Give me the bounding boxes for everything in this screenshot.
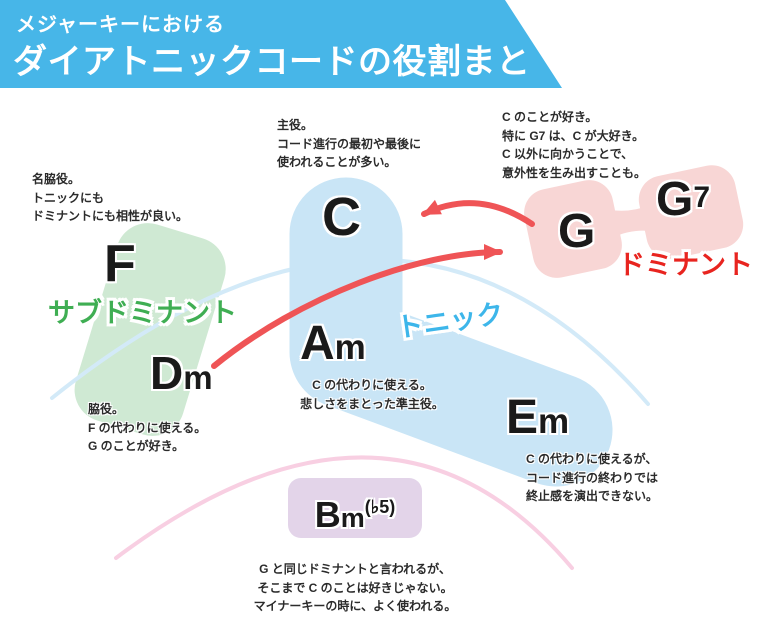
chord-em-quality: m bbox=[538, 402, 570, 441]
dominant-region-g-blob bbox=[524, 180, 622, 278]
diminished-region bbox=[288, 478, 422, 538]
chord-g7-extension: 7 bbox=[693, 181, 711, 214]
chord-em-root: E bbox=[506, 391, 539, 444]
chord-bm7b5-alteration: (♭5) bbox=[364, 497, 396, 517]
chord-bm7b5: Bm(♭5) bbox=[288, 478, 422, 538]
header-banner: メジャーキーにおける ダイアトニックコードの役割まとめ bbox=[0, 0, 562, 88]
chord-g7-root: G bbox=[656, 173, 694, 226]
chord-am-root: A bbox=[300, 317, 335, 370]
note-g: C のことが好き。 特に G7 は、C が大好き。 C 以外に向かうことで、 意… bbox=[502, 110, 647, 180]
chord-dm-quality: m bbox=[183, 359, 213, 396]
chord-bm7b5-quality: m bbox=[340, 503, 365, 533]
note-em: C の代わりに使えるが、 コード進行の終わりでは 終止感を演出できない。 bbox=[526, 452, 659, 504]
arrow-g-to-c bbox=[421, 199, 535, 227]
tonic-region bbox=[289, 177, 613, 487]
chord-em: Em bbox=[506, 394, 569, 442]
chord-g7: G7 bbox=[656, 176, 710, 224]
arrow-dm-to-g bbox=[211, 244, 503, 369]
dominant-label: ドミナント bbox=[618, 250, 753, 280]
note-c: 主役。 コード進行の最初や最後に 使われることが多い。 bbox=[277, 118, 422, 170]
arc-pink bbox=[114, 455, 574, 570]
page-title: ダイアトニックコードの役割まとめ bbox=[13, 43, 531, 130]
chord-c: C bbox=[322, 190, 361, 244]
chord-f-root: F bbox=[104, 235, 136, 293]
chord-am: Am bbox=[300, 320, 366, 368]
chord-bm7b5-root: B bbox=[314, 494, 341, 535]
subdominant-label: サブドミナント bbox=[48, 298, 237, 328]
chord-dm: Dm bbox=[150, 350, 213, 396]
note-bm7b5: G と同じドミナントと言われるが、 そこまで C のことは好きじゃない。 マイナ… bbox=[253, 562, 457, 614]
note-f: 名脇役。 トニックにも ドミナントにも相性が良い。 bbox=[32, 172, 189, 224]
chord-dm-root: D bbox=[150, 347, 184, 399]
note-am: C の代わりに使える。 悲しさをまとった準主役。 bbox=[300, 378, 444, 411]
dominant-region-bridge bbox=[596, 200, 666, 244]
chord-f: F bbox=[104, 238, 136, 290]
chord-c-root: C bbox=[322, 187, 361, 247]
chord-am-quality: m bbox=[334, 328, 366, 367]
chord-g: G bbox=[558, 208, 595, 256]
dominant-region-g7-blob bbox=[638, 165, 744, 259]
chord-g-root: G bbox=[558, 205, 596, 258]
note-dm: 脇役。 F の代わりに使える。 G のことが好き。 bbox=[88, 402, 207, 454]
header-subtitle: メジャーキーにおける bbox=[16, 14, 225, 36]
dominant-region bbox=[524, 165, 744, 278]
